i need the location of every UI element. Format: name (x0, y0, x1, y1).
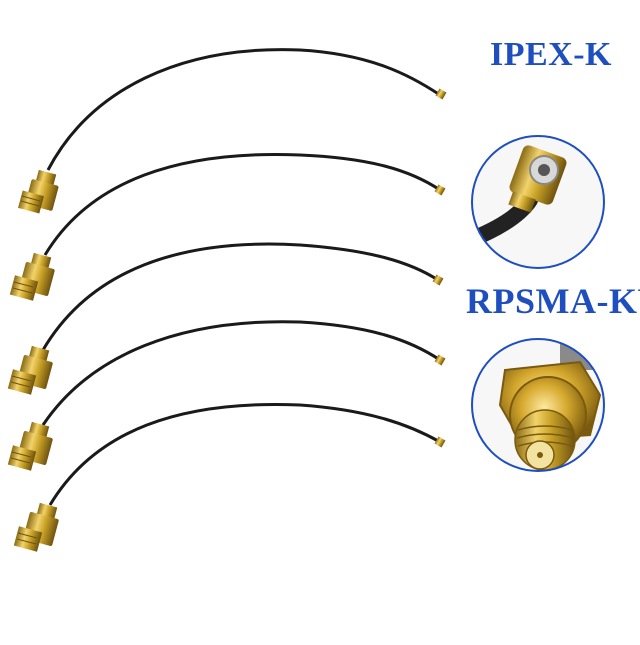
rpsma-detail-circle (471, 338, 605, 472)
sma-connector-4 (7, 421, 53, 471)
sma-connector-2 (9, 252, 55, 301)
sma-connector-5 (13, 502, 59, 552)
sma-connector-3 (7, 345, 53, 395)
sma-connector-1 (18, 169, 59, 214)
cable-5 (13, 402, 446, 552)
cable-1 (18, 48, 447, 214)
cable-4 (7, 320, 446, 471)
cable-2 (9, 152, 446, 301)
rpsma-ky-label: RPSMA-KY (466, 281, 640, 321)
cable-3 (7, 242, 444, 395)
ipex-detail-circle (471, 135, 605, 269)
ipex-k-label: IPEX-K (490, 36, 612, 73)
rpsma-connector-closeup-icon (498, 339, 602, 471)
ipex-connector-closeup-icon (472, 145, 567, 248)
